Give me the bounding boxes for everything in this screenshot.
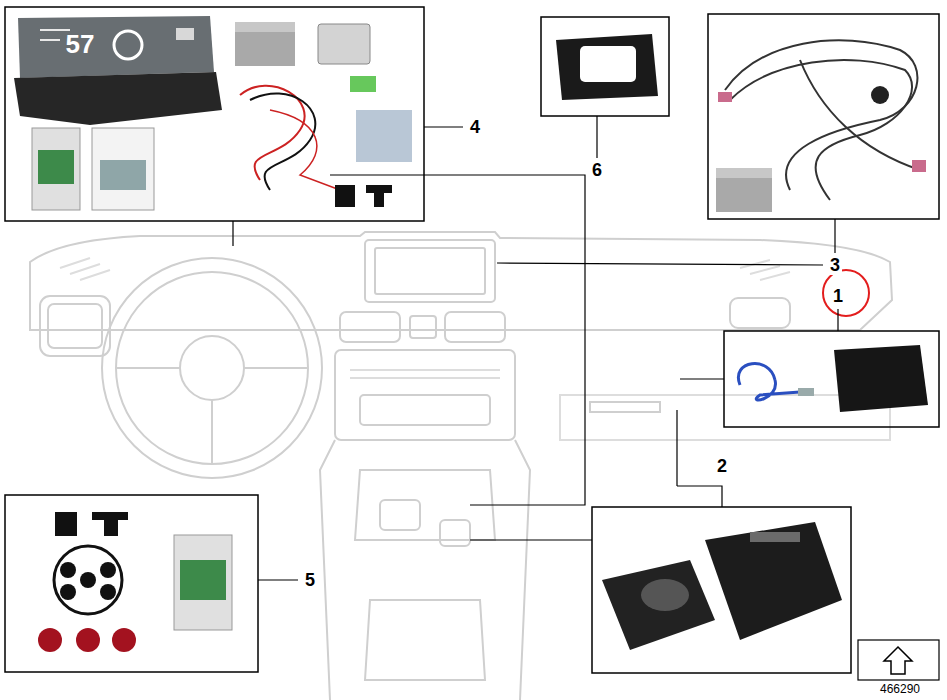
usb-module xyxy=(738,345,928,412)
mounting-accessories xyxy=(38,512,232,652)
highlight-circle xyxy=(823,270,869,316)
drawing-number: 466290 xyxy=(878,682,922,696)
head-up-display-kit xyxy=(14,16,412,210)
callout-number: 2 xyxy=(715,456,729,476)
callout-number: 5 xyxy=(303,570,317,590)
part-frame xyxy=(5,7,424,221)
wiring-harness xyxy=(716,40,926,212)
controller-and-tray xyxy=(602,522,842,650)
mounting-plate xyxy=(556,34,658,100)
display-reading: 57 xyxy=(64,30,97,58)
callout-number: 6 xyxy=(590,160,604,180)
callout-number: 3 xyxy=(828,255,842,275)
orientation-arrow xyxy=(884,647,912,674)
callout-number: 4 xyxy=(468,117,482,137)
dashboard-drawing xyxy=(30,232,892,700)
callout-number: 1 xyxy=(831,286,845,306)
